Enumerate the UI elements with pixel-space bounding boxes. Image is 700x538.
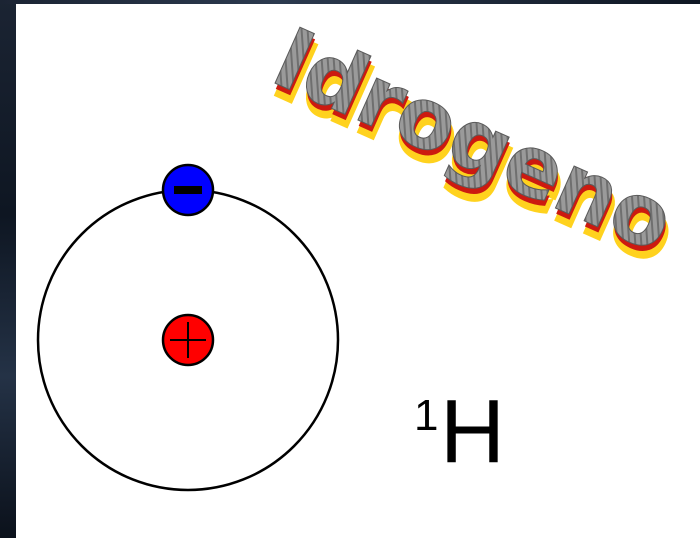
mass-number: 1 bbox=[414, 391, 438, 440]
proton bbox=[163, 315, 213, 365]
title-wordart: Idrogeno Idrogeno Idrogeno bbox=[256, 9, 694, 283]
electron bbox=[163, 165, 213, 215]
element-symbol: H bbox=[440, 382, 505, 482]
isotope-notation: 1 H bbox=[414, 382, 505, 482]
title-front: Idrogeno bbox=[260, 9, 688, 271]
minus-sign-icon bbox=[174, 186, 202, 194]
